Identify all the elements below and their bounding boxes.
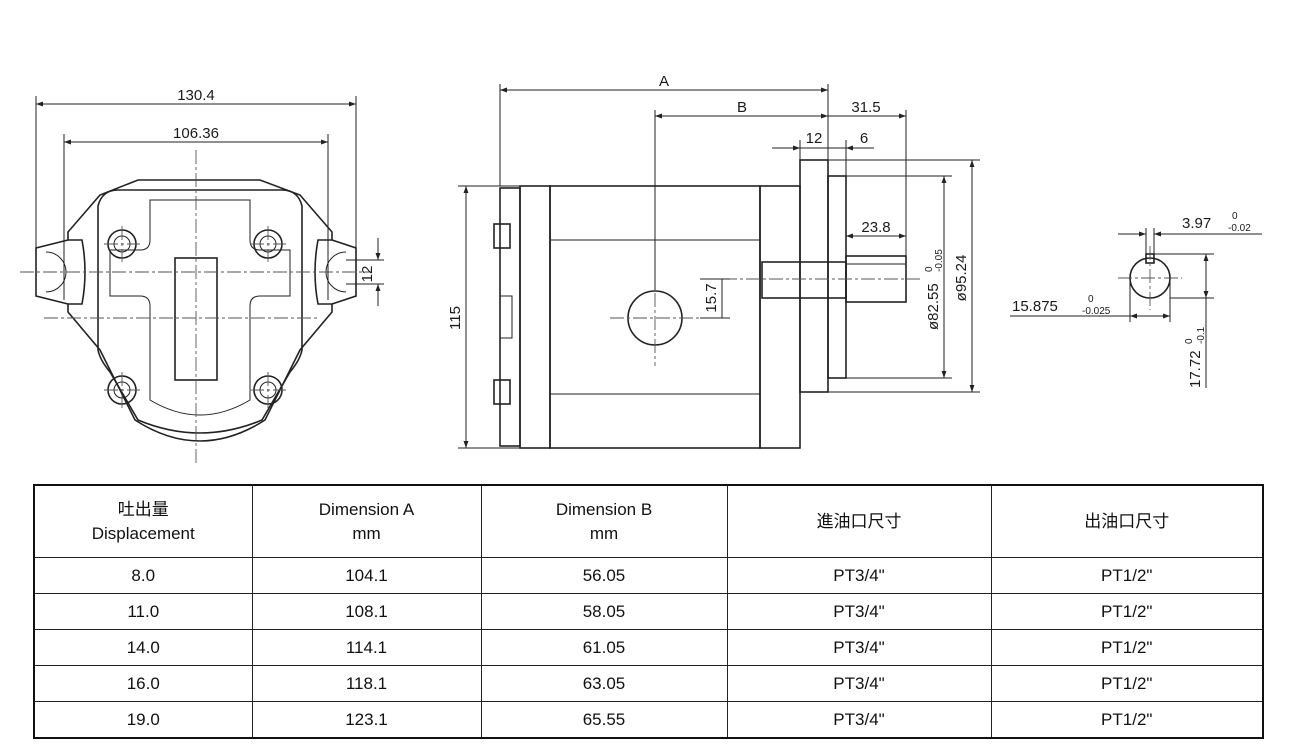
cell-dimension-b: 63.05 xyxy=(480,665,728,702)
spec-table: 吐出量 Displacement Dimension A mm Dimensio… xyxy=(33,484,1264,739)
cell-dimension-a: 114.1 xyxy=(251,629,482,666)
header-inlet-port: 進油口尺寸 xyxy=(726,484,992,558)
table-row: 8.0 104.1 56.05 PT3/4" PT1/2" xyxy=(33,557,1264,594)
dim-pilot-diameter-group: ø82.55 0 -0.05 xyxy=(924,249,945,330)
cell-displacement: 14.0 xyxy=(33,629,253,666)
cell-displacement: 16.0 xyxy=(33,665,253,702)
cell-inlet-port: PT3/4" xyxy=(726,701,992,739)
table-row: 14.0 114.1 61.05 PT3/4" PT1/2" xyxy=(33,629,1264,666)
header-dimension-a: Dimension A mm xyxy=(251,484,482,558)
cell-outlet-port: PT1/2" xyxy=(990,665,1264,702)
cell-inlet-port: PT3/4" xyxy=(726,557,992,594)
dim-key-height-group: 17.72 0 -0.1 xyxy=(1184,326,1207,388)
header-displacement: 吐出量 Displacement xyxy=(33,484,253,558)
dim-shaft-tol-lower: -0.025 xyxy=(1082,306,1111,317)
cell-dimension-b: 58.05 xyxy=(480,593,728,630)
dim-key-width-group: 3.97 0 -0.02 xyxy=(1182,211,1251,234)
cell-dimension-a: 104.1 xyxy=(251,557,482,594)
table-row: 11.0 108.1 58.05 PT3/4" PT1/2" xyxy=(33,593,1264,630)
cell-dimension-a: 123.1 xyxy=(251,701,482,739)
dim-key-width-tol-upper: 0 xyxy=(1232,211,1238,222)
dim-slot-width: 12 xyxy=(359,266,376,283)
dim-front-inner-width: 106.36 xyxy=(173,125,219,142)
cell-outlet-port: PT1/2" xyxy=(990,557,1264,594)
cell-dimension-b: 56.05 xyxy=(480,557,728,594)
header-outlet-port: 出油口尺寸 xyxy=(990,484,1264,558)
shaft-section-view xyxy=(1010,228,1262,388)
dim-length-b: B xyxy=(737,99,747,116)
dim-key-height: 17.72 xyxy=(1187,350,1204,388)
cell-outlet-port: PT1/2" xyxy=(990,701,1264,739)
side-view xyxy=(458,84,980,449)
cell-inlet-port: PT3/4" xyxy=(726,629,992,666)
dim-port-offset: 15.7 xyxy=(703,283,720,312)
dim-pilot-tol-lower: -0.05 xyxy=(934,249,945,272)
table-row: 19.0 123.1 65.55 PT3/4" PT1/2" xyxy=(33,701,1264,739)
front-view xyxy=(20,96,384,465)
cell-displacement: 19.0 xyxy=(33,701,253,739)
cell-inlet-port: PT3/4" xyxy=(726,665,992,702)
technical-drawing: 130.4 106.36 12 xyxy=(20,73,1262,465)
cell-displacement: 11.0 xyxy=(33,593,253,630)
dim-pilot-diameter: ø82.55 xyxy=(925,283,942,330)
cell-dimension-a: 118.1 xyxy=(251,665,482,702)
dim-height: 115 xyxy=(447,306,464,330)
table-row: 16.0 118.1 63.05 PT3/4" PT1/2" xyxy=(33,665,1264,702)
dim-shaft-diameter-group: 15.875 0 -0.025 xyxy=(1012,294,1111,317)
dim-length-a: A xyxy=(659,73,669,90)
cell-dimension-b: 61.05 xyxy=(480,629,728,666)
cell-dimension-a: 108.1 xyxy=(251,593,482,630)
dim-key-length: 23.8 xyxy=(861,219,890,236)
dim-flange-diameter: ø95.24 xyxy=(953,255,970,302)
cell-dimension-b: 65.55 xyxy=(480,701,728,739)
header-dimension-b: Dimension B mm xyxy=(480,484,728,558)
cell-outlet-port: PT1/2" xyxy=(990,629,1264,666)
cell-displacement: 8.0 xyxy=(33,557,253,594)
table-header-row: 吐出量 Displacement Dimension A mm Dimensio… xyxy=(33,484,1264,558)
dim-key-width: 3.97 xyxy=(1182,215,1211,232)
dim-shaft-diameter: 15.875 xyxy=(1012,298,1058,315)
dim-pilot-length: 6 xyxy=(860,130,868,147)
dim-shaft-tol-upper: 0 xyxy=(1088,294,1094,305)
cell-inlet-port: PT3/4" xyxy=(726,593,992,630)
dim-front-outer-width: 130.4 xyxy=(177,87,215,104)
dim-key-height-tol-upper: 0 xyxy=(1184,338,1195,344)
dim-flange-thickness: 12 xyxy=(806,130,823,147)
dim-key-height-tol-lower: -0.1 xyxy=(1196,326,1207,344)
cell-outlet-port: PT1/2" xyxy=(990,593,1264,630)
dim-pilot-tol-upper: 0 xyxy=(924,266,935,272)
dim-key-width-tol-lower: -0.02 xyxy=(1228,223,1251,234)
dim-shaft-length: 31.5 xyxy=(851,99,880,116)
